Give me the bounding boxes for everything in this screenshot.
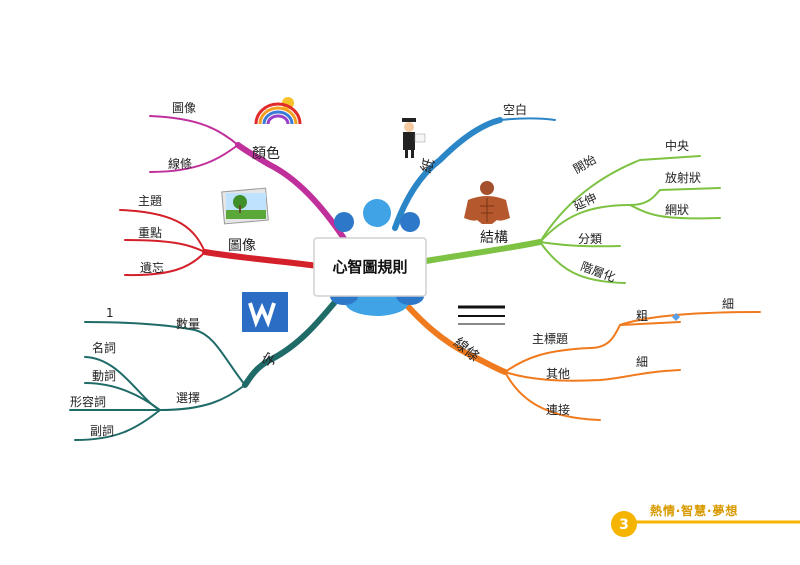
leaf-lines-connect: 連接 bbox=[546, 402, 570, 417]
footer-slogan: 熱情‧智慧‧夢想 bbox=[650, 503, 738, 518]
leaf-lines-main: 主標題 bbox=[532, 332, 568, 346]
leaf-image-topic: 主題 bbox=[138, 194, 162, 208]
branch-label-image: 圖像 bbox=[228, 238, 256, 254]
graduate-icon bbox=[402, 118, 426, 158]
leaf-image-forget: 遺忘 bbox=[140, 260, 164, 275]
muscle-torso-icon bbox=[464, 181, 510, 224]
page-number: 3 bbox=[619, 517, 629, 533]
leaf-lines-thick: 粗 bbox=[636, 309, 648, 323]
leaf-structure-extend: 延伸 bbox=[571, 191, 599, 214]
branch-image bbox=[119, 209, 321, 277]
word-logo-icon bbox=[242, 292, 288, 332]
leaf-words-verb: 動詞 bbox=[92, 369, 116, 383]
leaf-words-noun: 名詞 bbox=[92, 340, 116, 355]
picture-icon bbox=[221, 187, 269, 225]
page-badge bbox=[611, 511, 637, 537]
diamond-marker-icon bbox=[672, 313, 680, 321]
leaf-color-image: 圖像 bbox=[172, 101, 196, 115]
leaf-structure-network: 網狀 bbox=[665, 203, 689, 217]
branch-color bbox=[149, 115, 348, 243]
leaf-structure-central: 中央 bbox=[665, 138, 689, 153]
leaf-words-one: 1 bbox=[106, 306, 114, 320]
rainbow-icon bbox=[254, 97, 302, 125]
leaf-words-count: 數量 bbox=[176, 317, 200, 331]
branch-paper bbox=[392, 117, 556, 231]
branch-words bbox=[69, 293, 343, 441]
branch-structure bbox=[417, 155, 721, 284]
leaf-lines-thin-other: 細 bbox=[636, 355, 648, 369]
leaf-image-keypoint: 重點 bbox=[138, 226, 162, 240]
leaf-color-line: 線條 bbox=[168, 156, 192, 171]
branch-lines bbox=[399, 297, 761, 421]
leaf-words-choice: 選擇 bbox=[176, 390, 200, 405]
branch-label-paper: 紙 bbox=[418, 156, 438, 175]
footer: 3 熱情‧智慧‧夢想 bbox=[611, 503, 800, 537]
leaf-lines-thin-main: 細 bbox=[722, 297, 734, 311]
branch-label-color: 顏色 bbox=[252, 145, 280, 162]
leaf-structure-radial: 放射狀 bbox=[665, 170, 701, 185]
leaf-words-adverb: 副詞 bbox=[90, 424, 114, 438]
leaf-words-adjective: 形容詞 bbox=[70, 394, 106, 409]
central-topic-card bbox=[313, 237, 427, 297]
leaf-structure-classify: 分類 bbox=[578, 232, 602, 246]
three-lines-icon bbox=[458, 305, 505, 325]
branch-label-words: 字 bbox=[260, 350, 281, 370]
branch-label-structure: 結構 bbox=[480, 230, 508, 246]
central-topic: 心智圖規則 bbox=[332, 258, 407, 276]
leaf-lines-other: 其他 bbox=[546, 367, 570, 381]
leaf-paper-blank: 空白 bbox=[503, 102, 527, 117]
leaf-structure-start: 開始 bbox=[571, 152, 599, 176]
